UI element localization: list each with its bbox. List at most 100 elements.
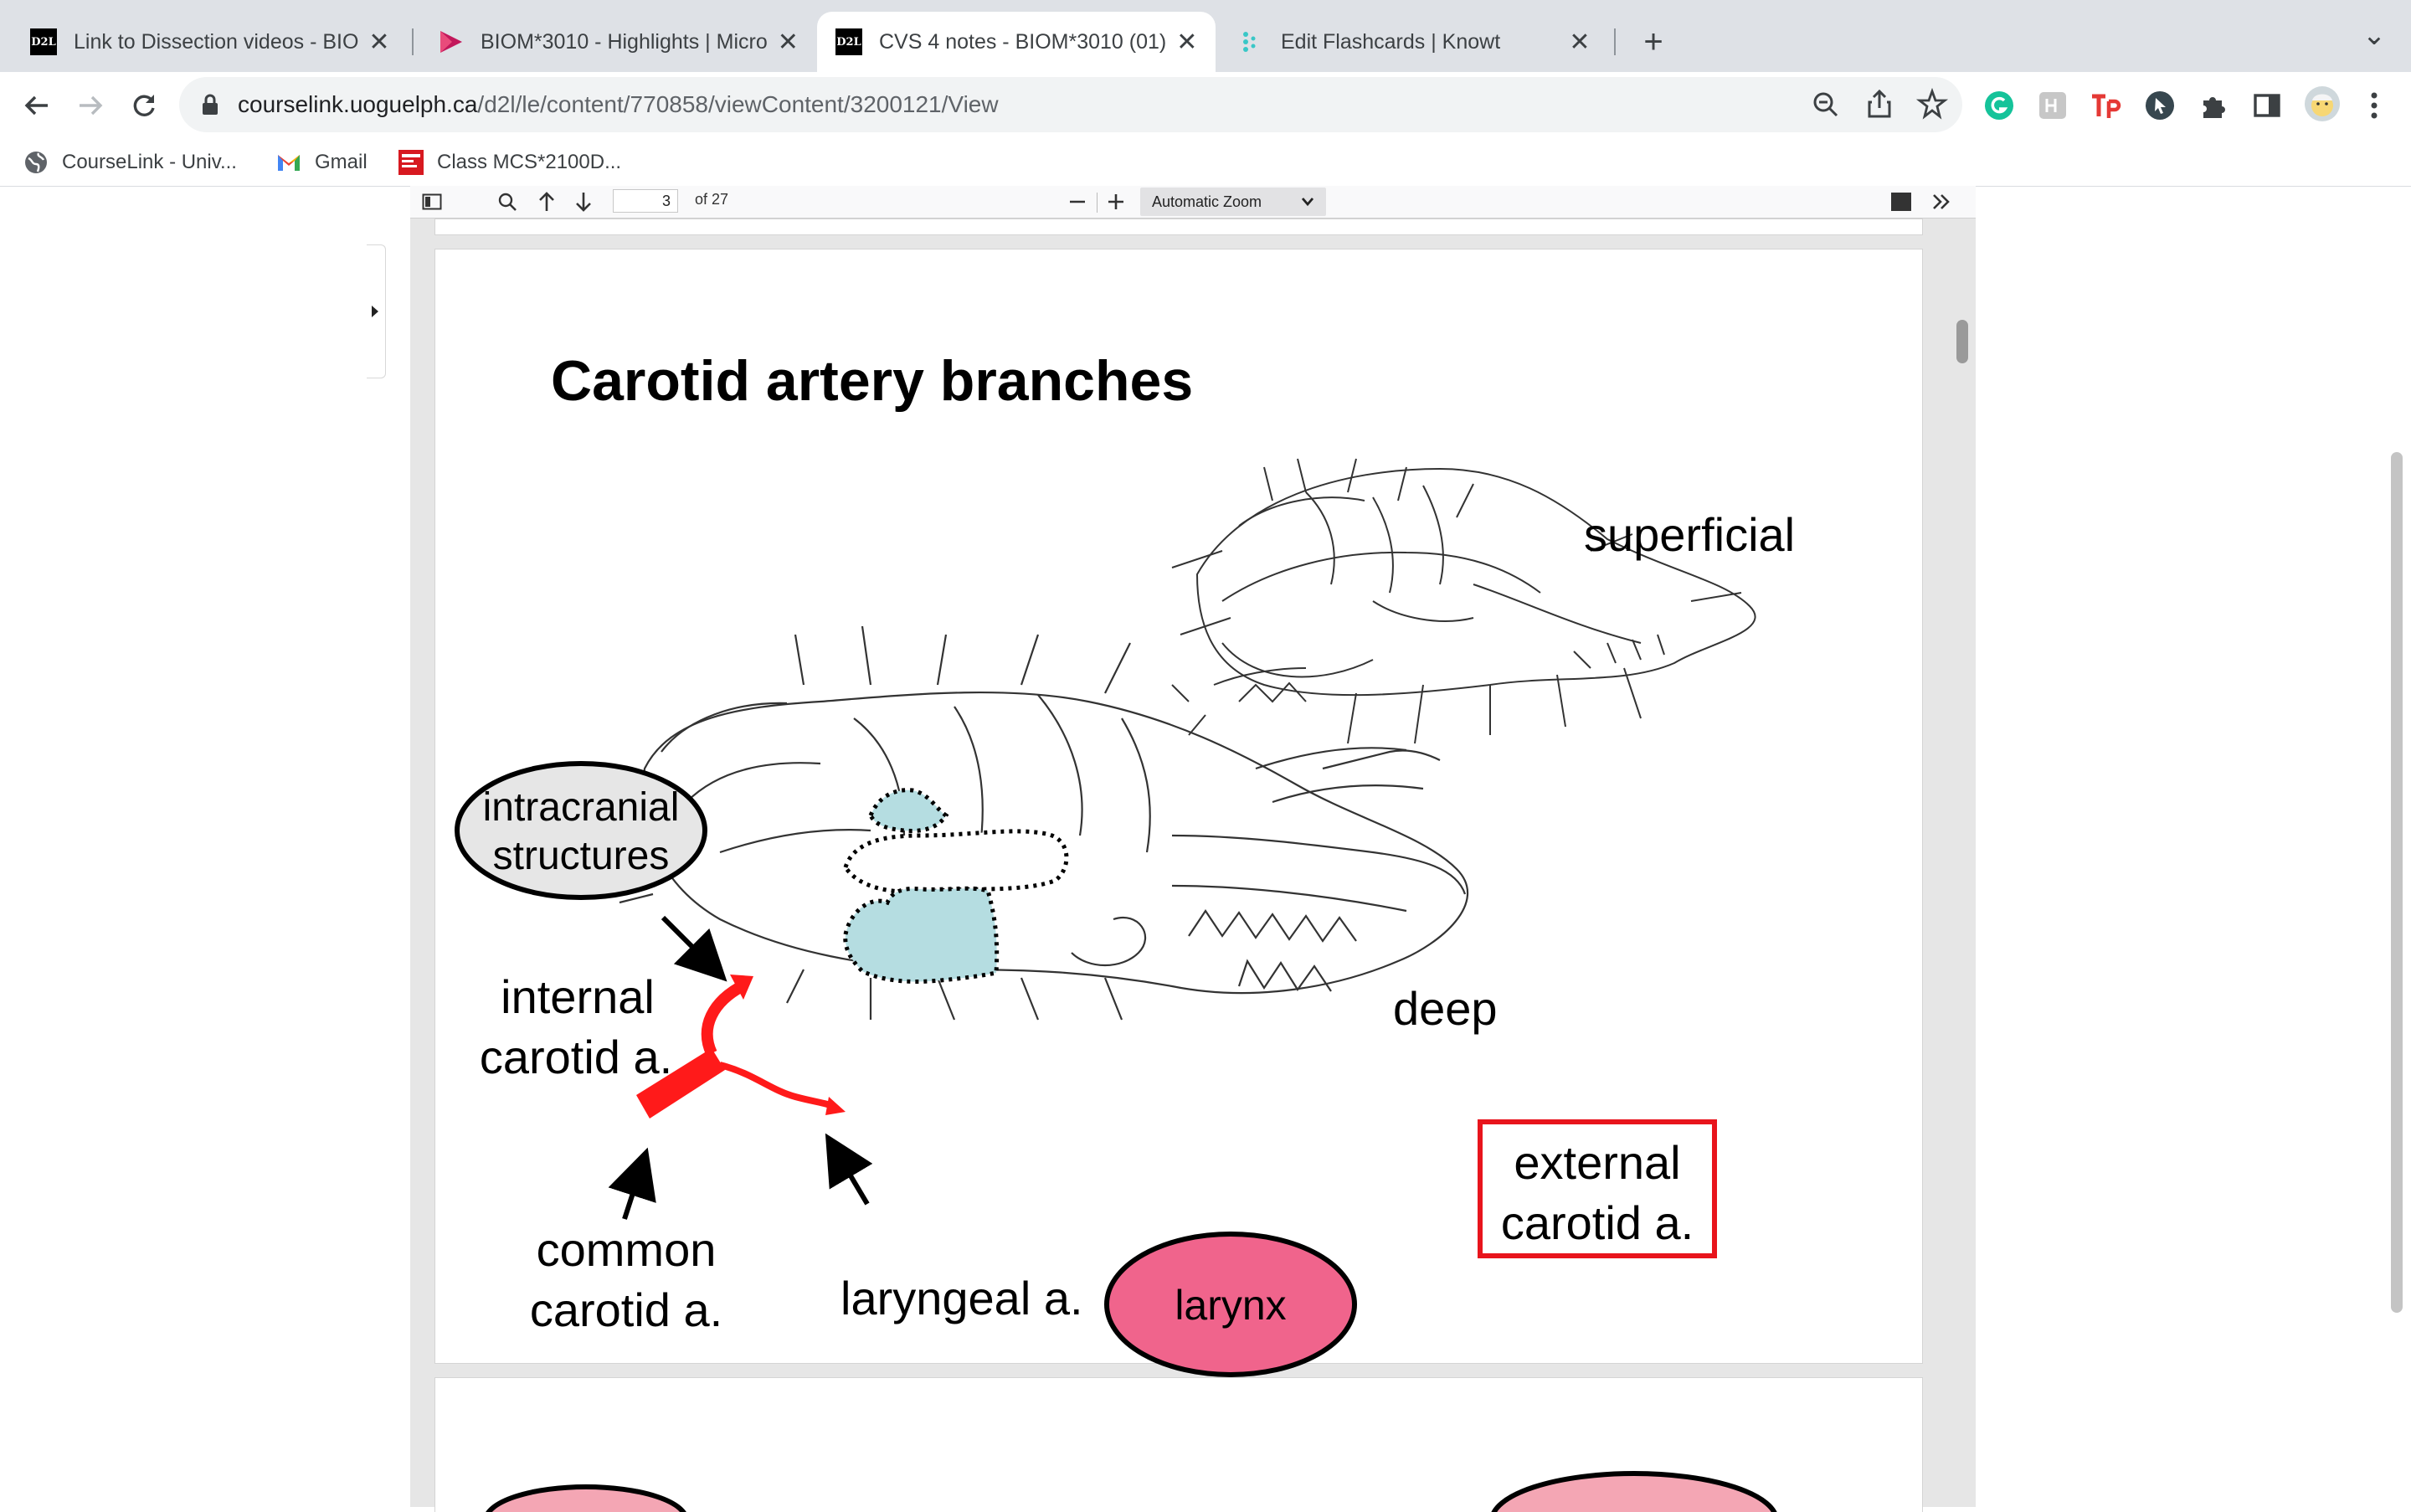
back-icon[interactable] — [20, 89, 54, 122]
bookmark-gmail[interactable]: Gmail — [276, 146, 368, 179]
bookmark-mcs2100[interactable]: Class MCS*2100D... — [398, 146, 621, 179]
external-carotid-label-line1: external — [1514, 1136, 1680, 1189]
gmail-icon — [276, 150, 301, 175]
larynx-ellipse — [1104, 1232, 1357, 1377]
share-icon[interactable] — [1865, 89, 1894, 123]
carotid-arteries — [636, 975, 846, 1119]
browser-toolbar: courselink.uoguelph.ca/d2l/le/content/77… — [0, 72, 2411, 139]
close-tab-icon[interactable]: ✕ — [777, 28, 799, 56]
larynx-label: larynx — [1175, 1282, 1286, 1329]
pdf-viewer: 3 of 27 Automatic Zoom — [410, 186, 1976, 1512]
page-number-input[interactable]: 3 — [613, 189, 678, 213]
address-bar[interactable]: courselink.uoguelph.ca/d2l/le/content/77… — [179, 77, 1962, 132]
internal-carotid-label-line1: internal — [501, 970, 655, 1023]
internal-carotid-artery — [701, 979, 748, 1056]
tab-highlights[interactable]: BIOM*3010 - Highlights | Micro ✕ — [419, 12, 815, 72]
laryngeal-artery — [719, 1062, 836, 1110]
tab-title: Edit Flashcards | Knowt — [1281, 29, 1501, 54]
tab-title: Link to Dissection videos - BIO — [74, 29, 359, 54]
next-page-icon[interactable] — [571, 189, 596, 214]
region-white-band — [843, 829, 1069, 895]
intracranial-ellipse — [455, 761, 707, 900]
tab-cvs-notes[interactable]: D2L CVS 4 notes - BIOM*3010 (01) ✕ — [817, 12, 1216, 72]
intracranial-region — [843, 788, 1069, 984]
zoom-in-icon[interactable] — [1103, 189, 1128, 214]
next-page-ellipse-right — [1491, 1471, 1777, 1512]
reload-icon[interactable] — [127, 89, 161, 122]
external-carotid-label-line2: carotid a. — [1501, 1196, 1694, 1249]
laryngeal-label: laryngeal a. — [841, 1272, 1083, 1324]
tab-dissection-videos[interactable]: D2L Link to Dissection videos - BIO ✕ — [12, 12, 405, 72]
internal-carotid-pointer — [661, 915, 727, 982]
sidebar-toggle-icon[interactable] — [419, 189, 445, 214]
chevron-down-icon — [1301, 198, 1314, 207]
bookmark-star-icon[interactable] — [1915, 87, 1949, 123]
pdf-scroll-thumb[interactable] — [1956, 320, 1968, 363]
bookmarks-bar: CourseLink - Univ... Gmail Class MCS*210… — [0, 139, 2411, 187]
region-upper-lobe — [868, 788, 949, 833]
tab-separator — [1614, 28, 1616, 55]
zoom-icon[interactable] — [1812, 90, 1840, 123]
zoom-select[interactable]: Automatic Zoom — [1140, 188, 1326, 216]
cursor-extension-icon[interactable] — [2143, 89, 2177, 122]
knowt-icon — [1237, 28, 1264, 55]
find-icon[interactable] — [494, 189, 521, 214]
bookmark-label: CourseLink - Univ... — [62, 151, 237, 173]
lock-icon[interactable] — [201, 94, 219, 120]
intracranial-label-line2: structures — [493, 834, 670, 878]
chrome-menu-icon[interactable] — [2357, 89, 2391, 122]
close-tab-icon[interactable]: ✕ — [1176, 28, 1198, 56]
previous-page-icon[interactable] — [534, 189, 559, 214]
tab-knowt[interactable]: Edit Flashcards | Knowt ✕ — [1219, 12, 1611, 72]
side-panel-icon[interactable] — [2250, 89, 2284, 122]
page-scrollbar[interactable] — [2391, 452, 2403, 1313]
intracranial-label-line1: intracranial — [483, 785, 680, 830]
close-tab-icon[interactable]: ✕ — [1569, 28, 1591, 56]
tab-separator — [412, 28, 414, 55]
url-host: courselink.uoguelph.ca — [238, 91, 478, 117]
extensions-puzzle-icon[interactable] — [2197, 89, 2230, 122]
pdf-page-previous — [435, 219, 1922, 234]
laryngeal-pointer — [825, 1133, 873, 1206]
tab-strip: D2L Link to Dissection videos - BIO ✕ BI… — [0, 0, 2411, 72]
bookmark-label: Class MCS*2100D... — [437, 151, 622, 173]
tp-extension-icon[interactable] — [2090, 89, 2123, 122]
slide-canvas: Carotid artery branches superficial — [455, 349, 1795, 1377]
common-carotid-pointer — [608, 1147, 656, 1220]
sidebar-toggle[interactable] — [367, 244, 386, 378]
bookmark-courselink[interactable]: CourseLink - Univ... — [23, 146, 237, 179]
pdf-scroll-track[interactable] — [1951, 219, 1969, 1507]
profile-avatar[interactable] — [2304, 85, 2341, 122]
tools-menu-icon[interactable] — [1927, 189, 1956, 214]
laryngeal-arrowhead — [825, 1097, 846, 1115]
tab-search-button[interactable]: ⌄ — [2362, 19, 2387, 51]
next-page-ellipse-left — [486, 1484, 686, 1512]
deep-skull-illustration — [585, 625, 1469, 1021]
url-path: /d2l/le/content/770858/viewContent/32001… — [477, 91, 999, 117]
pdf-page-4 — [435, 1378, 1922, 1512]
common-carotid-label-line2: carotid a. — [530, 1283, 722, 1336]
forward-icon[interactable] — [74, 89, 107, 122]
tab-title: CVS 4 notes - BIOM*3010 (01) — [879, 29, 1167, 54]
grammarly-icon[interactable] — [1982, 89, 2016, 122]
globe-icon — [23, 150, 49, 175]
deep-label: deep — [1393, 982, 1498, 1035]
pdf-page-3: Carotid artery branches superficial — [435, 249, 1922, 1377]
tab-title: BIOM*3010 - Highlights | Micro — [481, 29, 768, 54]
d2l-icon: D2L — [30, 28, 57, 55]
zoom-out-icon[interactable] — [1065, 189, 1090, 214]
new-tab-button[interactable]: + — [1643, 23, 1663, 60]
common-carotid-artery — [636, 1048, 725, 1119]
internal-carotid-label-line2: carotid a. — [480, 1031, 672, 1083]
translate-extension-icon[interactable] — [2036, 89, 2069, 122]
caret-right-icon — [372, 306, 378, 317]
close-tab-icon[interactable]: ✕ — [368, 28, 390, 56]
page-count: of 27 — [695, 191, 729, 208]
presentation-mode-icon[interactable] — [1889, 189, 1914, 214]
d2l-icon: D2L — [835, 28, 862, 55]
play-icon — [437, 28, 464, 55]
slide-title: Carotid artery branches — [551, 349, 1193, 413]
common-carotid-label-line1: common — [537, 1223, 717, 1276]
toolbar-divider — [1097, 193, 1098, 213]
url-text[interactable]: courselink.uoguelph.ca/d2l/le/content/77… — [238, 77, 999, 132]
